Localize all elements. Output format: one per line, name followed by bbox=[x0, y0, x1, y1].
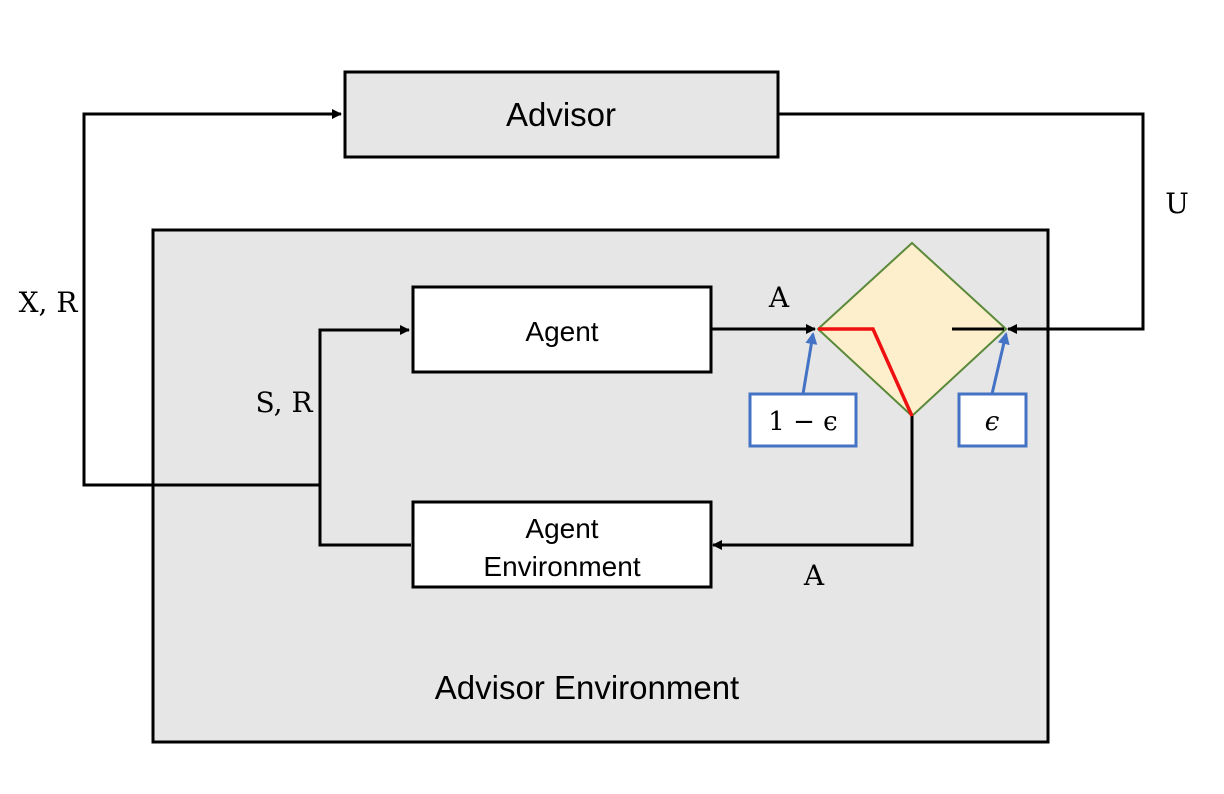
edge-xr-to-advisor bbox=[82, 109, 342, 487]
edge-label-a-top: A bbox=[768, 281, 790, 314]
agent-box bbox=[411, 285, 713, 374]
edge-u-to-switch bbox=[778, 112, 1145, 334]
agent-environment-label-line1: Agent bbox=[525, 513, 598, 544]
edge-label-x-r: X, R bbox=[19, 286, 79, 319]
advisor-label: Advisor bbox=[506, 96, 616, 133]
agent-label: Agent bbox=[525, 316, 598, 347]
edge-a-to-agent-environment bbox=[712, 416, 914, 550]
edge-sr-to-agent bbox=[318, 325, 411, 547]
prob-label-one-minus-eps: 1 − ϵ bbox=[768, 407, 837, 437]
edge-label-a-bottom: A bbox=[803, 559, 825, 592]
advisor-environment-label: Advisor Environment bbox=[435, 669, 739, 706]
agent-environment-box bbox=[411, 500, 713, 589]
switch-lever bbox=[818, 327, 914, 417]
prob-box-eps bbox=[957, 392, 1028, 448]
prob-label-eps: ϵ bbox=[985, 407, 1000, 437]
agent-environment-label-line2: Environment bbox=[483, 551, 640, 582]
prob-arrow-eps bbox=[990, 332, 1010, 395]
advisor-box bbox=[343, 70, 780, 159]
prob-arrow-one-minus-eps bbox=[801, 332, 818, 395]
edge-label-u: U bbox=[1165, 187, 1189, 220]
edge-label-s-r: S, R bbox=[255, 386, 313, 419]
